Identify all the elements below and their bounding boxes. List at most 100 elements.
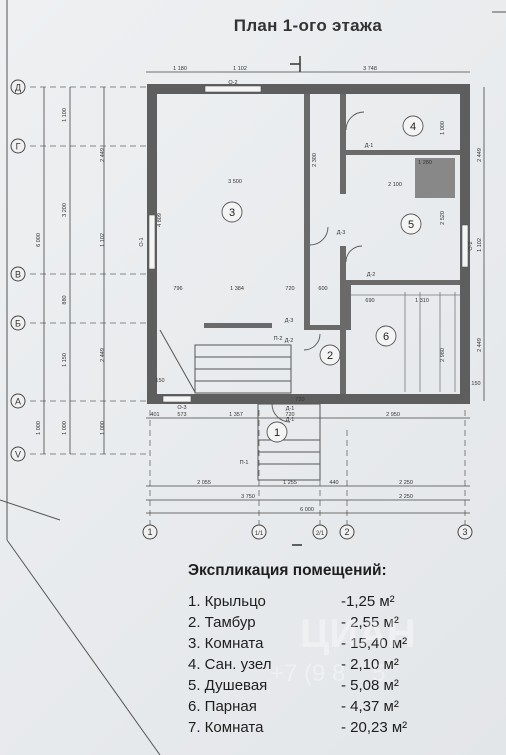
dimension-label: 3 748	[363, 66, 377, 72]
room-number: 2	[319, 344, 341, 366]
svg-text:3: 3	[229, 207, 235, 219]
axis-col-bubble: 1	[142, 524, 158, 540]
svg-text:4: 4	[410, 121, 416, 133]
dimension-label: 720	[295, 397, 304, 403]
room-area: - 5,08 м²	[341, 677, 399, 694]
axis-row-bubble: Г	[10, 138, 26, 154]
explication-row: 2. Тамбур- 2,55 м²	[188, 612, 461, 633]
axis-col-label: 3	[462, 527, 467, 537]
dimension-label: 690	[365, 298, 374, 304]
room-number: 6	[375, 325, 397, 347]
watermark-logo: ЦИАН	[300, 612, 416, 656]
window-label: О-2	[468, 241, 474, 250]
room-name: 6. Парная	[188, 698, 257, 715]
axis-row-label: А	[15, 397, 21, 407]
axis-row-label: Б	[15, 319, 21, 329]
room-name: 1. Крыльцо	[188, 593, 266, 610]
svg-text:2: 2	[327, 350, 333, 362]
door-label: Д-1	[365, 143, 374, 149]
axis-col-label: 1	[147, 527, 152, 537]
window-label: О-2	[228, 80, 237, 86]
axis-row-bubble: А	[10, 393, 26, 409]
window-label: О-1	[139, 237, 145, 246]
axis-row-label: Д	[15, 83, 21, 93]
axis-row-bubble: Б	[10, 315, 26, 331]
explication-table: Экспликация помещений: 1. Крыльцо -1,25 м…	[188, 562, 461, 738]
dimension-label: 6 000	[36, 233, 42, 247]
room-area: - 2,10 м²	[341, 656, 399, 673]
room-area: - 4,37 м²	[341, 698, 399, 715]
dimension-label: 1 357	[229, 412, 243, 418]
dimension-label: 720	[285, 412, 294, 418]
dimension-label: 3 500	[228, 179, 242, 185]
door-label: Д-3	[285, 318, 294, 324]
door-label: Д-1	[286, 406, 295, 412]
sauna-benches	[351, 292, 460, 392]
explication-row: 6. Парная - 4,37 м²	[188, 696, 461, 717]
dimension-lines-left	[43, 71, 485, 514]
dimension-label: 1 100	[62, 108, 68, 122]
room-area: -1,25 м²	[341, 593, 395, 610]
explication-row: 3. Комната - 15,40 м²	[188, 633, 461, 654]
dimension-label: 6 000	[300, 507, 314, 513]
dimension-label: 150	[471, 381, 480, 387]
room-name: 4. Сан. узел	[188, 656, 272, 673]
dimension-label: 1 310	[415, 298, 429, 304]
svg-text:6: 6	[383, 331, 389, 343]
room-area: - 20,23 м²	[341, 719, 408, 736]
door-label: П-2	[274, 336, 283, 342]
room-number: 3	[221, 201, 243, 223]
dimension-label: 1 000	[440, 121, 446, 135]
dimension-label: 1 384	[230, 286, 244, 292]
dimension-label: 2 100	[388, 182, 402, 188]
door-label: Д-3	[337, 230, 346, 236]
room-name: 7. Комната	[188, 719, 264, 736]
door-label: П-1	[240, 460, 249, 466]
explication-heading: Экспликация помещений:	[188, 562, 387, 579]
axis-row-bubble: Д	[10, 79, 26, 95]
explication-row: 1. Крыльцо -1,25 м²	[188, 591, 461, 612]
room-area: - 2,55 м²	[341, 614, 399, 631]
dimension-label: 573	[177, 412, 186, 418]
dimension-label: 1 150	[62, 353, 68, 367]
plan-title: План 1-ого этажа	[233, 16, 383, 35]
dimension-label: 880	[62, 295, 68, 304]
axis-row-label: В	[15, 270, 21, 280]
dimension-label: 1 102	[477, 238, 483, 252]
dimension-label: 2 250	[399, 480, 413, 486]
staircase	[159, 329, 292, 394]
axis-col-label: 2	[344, 527, 349, 537]
axis-col-bubble: 3	[457, 524, 473, 540]
room-area: - 15,40 м²	[341, 635, 408, 652]
interior-walls	[204, 94, 460, 394]
dimension-label: 3 750	[241, 494, 255, 500]
dimension-label: 1 000	[100, 421, 106, 435]
dimension-label: 2 449	[477, 338, 483, 352]
axis-grid-rows	[30, 86, 150, 455]
dimension-label: 1 180	[173, 66, 187, 72]
dimension-label: 4 809	[157, 213, 163, 227]
explication-row: 4. Сан. узел - 2,10 м²	[188, 654, 461, 675]
dimension-label: 3 200	[62, 203, 68, 217]
dimension-label: 600	[318, 286, 327, 292]
room-name: 3. Комната	[188, 635, 264, 652]
dimension-label: 2 520	[440, 211, 446, 225]
explication-row: 7. Комната - 20,23 м²	[188, 717, 461, 738]
dimension-label: 150	[155, 378, 164, 384]
axis-col-label: 1/1	[255, 531, 264, 537]
dimension-label: 1 102	[233, 66, 247, 72]
dimension-label: 2 980	[440, 348, 446, 362]
explication-row: 5. Душевая - 5,08 м²	[188, 675, 461, 696]
dimension-label: 2 449	[100, 148, 106, 162]
porch-steps	[257, 403, 321, 481]
axis-row-bubble: В	[10, 266, 26, 282]
room-name: 5. Душевая	[188, 677, 268, 694]
dimension-label: 2 055	[197, 480, 211, 486]
door-label: Д-2	[367, 272, 376, 278]
dimension-label: 2 250	[399, 494, 413, 500]
